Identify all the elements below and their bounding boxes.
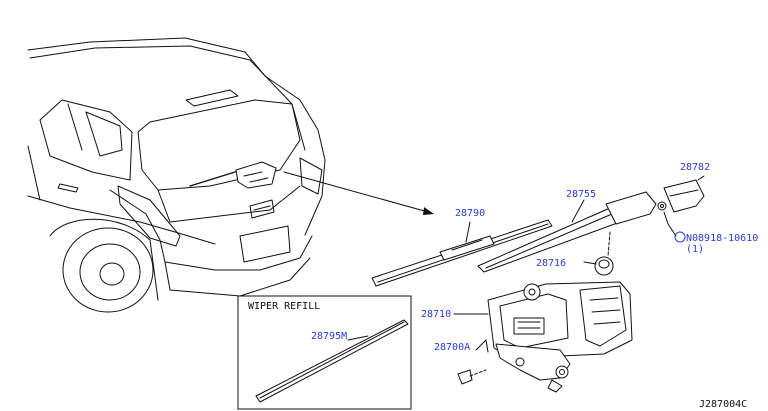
label-28700A: 28700A [434,342,470,353]
label-28755: 28755 [566,189,596,200]
label-nut-code: N08918-10610 [686,233,758,244]
cap-28716 [594,256,614,276]
inset-title: WIPER REFILL [248,301,320,312]
diagram-code: J287004C [699,399,747,410]
car-illustration [27,37,326,313]
wiper-motor-28710 [487,281,633,393]
label-nut-qty: (1) [686,244,704,255]
bolt-28700A [457,369,487,385]
label-28710: 28710 [421,309,451,320]
cap-28782 [663,179,705,213]
label-28795M: 28795M [311,331,347,342]
part-labels: 28782 28755 28790 28716 28710 28700A 287… [248,162,758,410]
wiper-arm-28755 [477,191,667,273]
label-28790: 28790 [455,208,485,219]
wiper-blade-28790 [371,219,553,287]
label-28782: 28782 [680,162,710,173]
direction-arrow [283,171,434,215]
wiper-refill-inset [237,295,412,410]
leader-lines [347,175,705,353]
label-28716: 28716 [536,258,566,269]
